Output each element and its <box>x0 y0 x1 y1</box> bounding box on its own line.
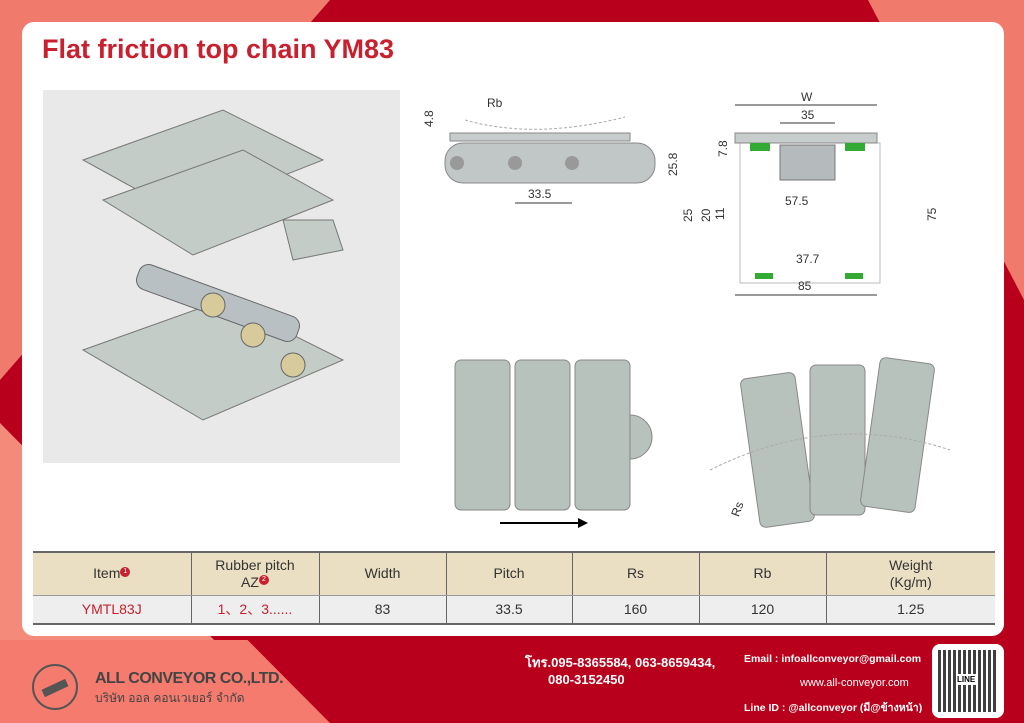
svg-text:25: 25 <box>681 208 695 222</box>
svg-text:Rs: Rs <box>728 500 746 519</box>
svg-text:Rb: Rb <box>487 96 503 110</box>
svg-text:25.8: 25.8 <box>666 152 680 176</box>
svg-text:7.8: 7.8 <box>716 140 730 157</box>
svg-text:20: 20 <box>699 208 713 222</box>
dimension-drawings: 33.5 4.8 25.8 Rb W 35 57.5 37.7 85 7.8 2… <box>422 90 939 296</box>
svg-text:57.5: 57.5 <box>785 194 809 208</box>
product-photo <box>43 90 400 463</box>
page-title: Flat friction top chain YM83 <box>42 34 395 64</box>
email[interactable]: Email : infoallconveyor@gmail.com <box>744 653 922 665</box>
svg-text:75: 75 <box>925 207 939 221</box>
company-logo-icon <box>32 664 78 710</box>
company-name-thai: บริษัท ออล คอนเวเยอร์ จำกัด <box>95 691 245 705</box>
chain-top-views: Rs <box>454 357 951 528</box>
phone: โทร.095-8365584, 063-8659434, <box>525 655 716 670</box>
svg-text:85: 85 <box>798 279 812 293</box>
company-name: ALL CONVEYOR CO.,LTD. <box>95 670 284 687</box>
svg-text:37.7: 37.7 <box>796 252 820 266</box>
line-id: Line ID : @allconveyor (มี@ข้างหน้า) <box>744 702 923 714</box>
svg-text:4.8: 4.8 <box>422 110 436 127</box>
phone-2: 080-3152450 <box>548 672 625 687</box>
dim-pitch: 33.5 <box>528 187 552 201</box>
qr-code: LINE <box>932 644 1004 718</box>
svg-text:35: 35 <box>801 108 815 122</box>
svg-text:W: W <box>801 90 813 104</box>
svg-text:11: 11 <box>713 207 727 220</box>
website[interactable]: www.all-conveyor.com <box>800 677 909 689</box>
